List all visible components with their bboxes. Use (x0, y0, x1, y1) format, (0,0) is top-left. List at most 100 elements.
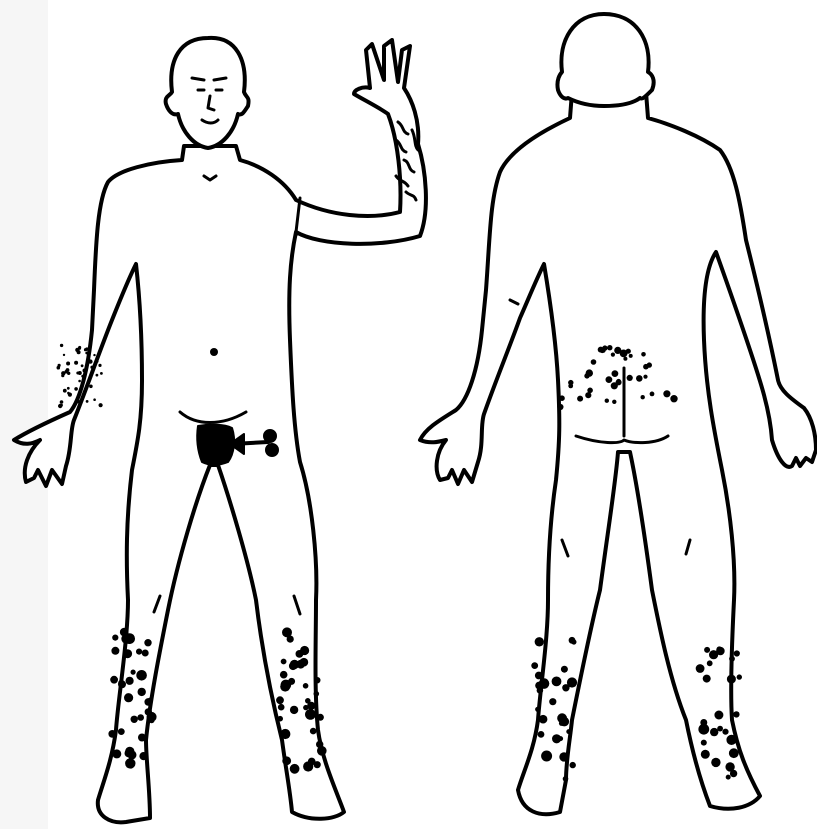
rash-dot (734, 650, 740, 656)
rash-dot (701, 750, 710, 759)
rash-dot (558, 736, 563, 741)
rash-dot (562, 684, 569, 691)
rash-dot (641, 352, 646, 357)
rash-dot (89, 385, 93, 389)
rash-dot (76, 372, 79, 375)
rash-dot (707, 660, 713, 666)
rash-dot (317, 746, 327, 756)
rash-dot (90, 366, 93, 369)
rash-dot (118, 728, 125, 735)
rash-dot (650, 392, 655, 397)
rash-dot (641, 395, 645, 399)
rash-dot (125, 758, 135, 768)
rash-dot (726, 735, 736, 745)
rash-dot (281, 659, 287, 665)
rash-dot (96, 360, 98, 362)
rash-dot (60, 404, 63, 407)
rash-dot (63, 389, 67, 393)
back-head (557, 14, 653, 106)
rash-dot (314, 677, 320, 683)
rash-dot (98, 364, 101, 367)
rash-dot (585, 392, 591, 398)
rash-dot (317, 714, 324, 721)
rash-dot (569, 637, 576, 644)
rash-dot (303, 705, 308, 710)
rash-dot (725, 762, 734, 771)
rash-dot (93, 398, 96, 401)
rash-dot (737, 674, 742, 679)
rash-dot (136, 649, 142, 655)
rash-dot (711, 758, 720, 767)
rash-dot (112, 635, 118, 641)
rash-dot (601, 348, 605, 352)
rash-dot (66, 362, 70, 366)
rash-dot (670, 395, 677, 402)
rash-dot (703, 675, 711, 683)
rash-dot (605, 399, 609, 403)
rash-dot (278, 704, 285, 711)
rash-dot (303, 761, 313, 771)
rash-dot (606, 376, 613, 383)
rash-dot (136, 670, 147, 681)
rash-dot (557, 404, 563, 410)
front-genital-lesion (197, 425, 234, 465)
rash-dot (310, 728, 317, 735)
rash-dot (305, 709, 316, 720)
rash-dot (277, 716, 283, 722)
rash-dot (727, 675, 736, 684)
rash-dot (535, 672, 543, 680)
rash-dot (549, 698, 556, 705)
rash-dot (66, 368, 70, 372)
rash-dot (629, 354, 633, 358)
rash-dot (535, 637, 544, 646)
rash-dot (698, 724, 709, 735)
rash-dot (112, 749, 121, 758)
rash-dot (552, 677, 562, 687)
rash-dot (77, 350, 81, 354)
rash-dot (138, 688, 146, 696)
rash-dot (563, 776, 569, 782)
rash-dot (123, 629, 128, 634)
front-head (166, 38, 249, 148)
rash-dot (124, 693, 133, 702)
rash-dot (607, 345, 612, 350)
rash-dot (84, 348, 87, 351)
rash-dot (131, 670, 136, 675)
rash-dot (568, 384, 573, 389)
rash-dot (86, 400, 89, 403)
rash-dot (611, 353, 615, 357)
rash-dot (81, 364, 84, 367)
rash-dot (76, 400, 80, 404)
rash-dot (88, 359, 92, 363)
rash-dot (627, 375, 633, 381)
rash-dot (118, 680, 123, 685)
rash-dot (663, 390, 670, 397)
rash-dot (643, 375, 647, 379)
rash-dot (716, 646, 722, 652)
rash-dot (145, 708, 152, 715)
rash-dot (537, 687, 544, 694)
back-body-outline (420, 92, 816, 814)
rash-dot (561, 666, 568, 673)
rash-dot (289, 662, 297, 670)
rash-dot (108, 730, 116, 738)
rash-dot (696, 664, 705, 673)
rash-dot (570, 762, 576, 768)
rash-dot (63, 354, 65, 356)
rash-dot (149, 717, 155, 723)
rash-dot (566, 729, 571, 734)
rash-dot (726, 775, 731, 780)
rash-dot (733, 711, 739, 717)
rash-dot (126, 677, 134, 685)
rash-dot (539, 715, 548, 724)
rash-dot (142, 650, 149, 657)
front-navel (210, 348, 218, 356)
rash-dot (290, 706, 298, 714)
back-view-figure (420, 14, 816, 814)
rash-dot (531, 662, 538, 669)
rash-dot (647, 362, 652, 367)
rash-dot (74, 387, 78, 391)
rash-dot (78, 380, 81, 383)
